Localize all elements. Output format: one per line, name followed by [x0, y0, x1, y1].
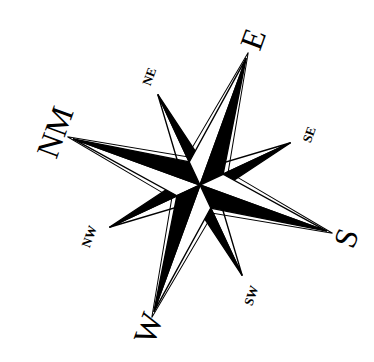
cardinal-label: E	[235, 25, 272, 54]
cardinal-label: W	[128, 308, 168, 347]
cardinal-points	[27, 12, 373, 358]
intercardinal-label: SE	[300, 125, 318, 144]
cardinal-label: S	[328, 224, 364, 252]
point-outlines	[19, 4, 374, 362]
cardinal-label: NM	[30, 102, 78, 161]
intercardinal-label: NE	[140, 66, 158, 87]
intercardinal-label: SW	[242, 284, 261, 307]
intercardinal-label: NW	[79, 224, 99, 249]
